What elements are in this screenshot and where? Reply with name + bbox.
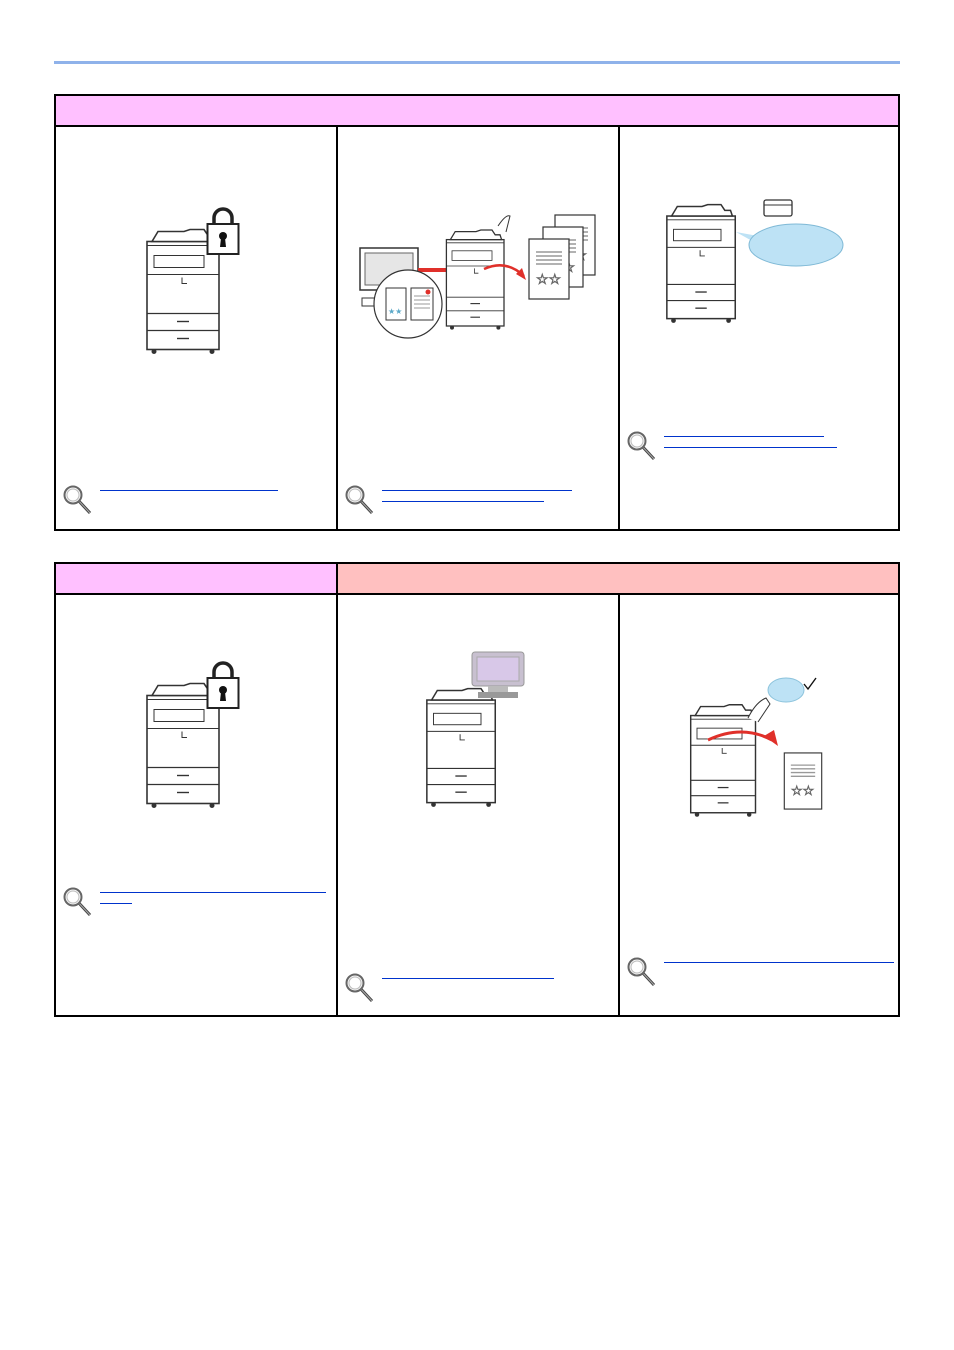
link-underline[interactable] — [664, 447, 837, 448]
link-underline[interactable] — [100, 490, 278, 491]
link-underline[interactable] — [100, 903, 132, 904]
link-underline[interactable] — [382, 501, 544, 502]
reference-link[interactable] — [626, 430, 837, 462]
magnifier-icon — [344, 484, 376, 516]
magnifier-icon — [344, 972, 376, 1004]
column-divider — [336, 127, 338, 531]
column-divider — [618, 595, 620, 1017]
magnifier-icon — [626, 430, 658, 462]
column-divider — [618, 127, 620, 531]
column-divider — [336, 564, 338, 1017]
reference-link[interactable] — [626, 956, 894, 988]
link-underline[interactable] — [100, 892, 326, 893]
table-header-left — [56, 564, 337, 595]
table-header — [56, 96, 898, 127]
printer-lock-illustration — [146, 661, 240, 809]
reference-link[interactable] — [344, 484, 572, 516]
printer-lock-illustration — [146, 207, 240, 355]
top-rule — [54, 61, 900, 64]
svg-text:★★: ★★ — [388, 307, 402, 316]
reference-link[interactable] — [344, 972, 554, 1004]
printer-monitor-illustration — [426, 651, 525, 808]
reference-link[interactable] — [62, 886, 326, 918]
magnifier-icon — [626, 956, 658, 988]
pc-print-job-illustration: ★★ — [359, 214, 596, 339]
feature-table-1: ★★ — [54, 94, 900, 531]
reference-link[interactable] — [62, 484, 278, 516]
magnifier-icon — [62, 484, 94, 516]
printer-card-callout-illustration — [666, 199, 844, 324]
link-underline[interactable] — [382, 490, 572, 491]
table-header-right — [337, 564, 898, 595]
link-underline[interactable] — [664, 436, 824, 437]
link-underline[interactable] — [382, 978, 554, 979]
feature-table-2 — [54, 562, 900, 1017]
magnifier-icon — [62, 886, 94, 918]
link-underline[interactable] — [664, 962, 894, 963]
printer-touch-output-illustration — [689, 677, 823, 818]
